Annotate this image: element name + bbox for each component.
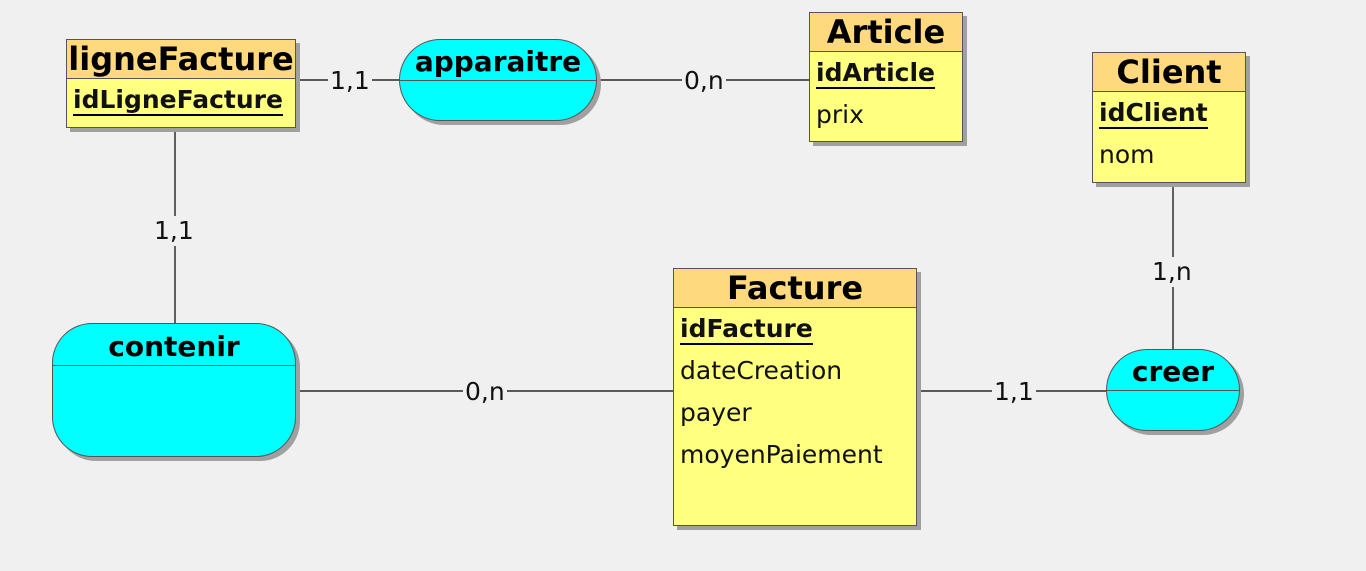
attribute: moyenPaiement [680,440,883,469]
entity-title: Article [810,13,962,52]
primary-key-attribute: idLigneFacture [73,85,283,116]
entity-article[interactable]: Article idArticle prix [809,12,963,142]
entity-lignefacture[interactable]: ligneFacture idLigneFacture [66,39,296,128]
cardinality-label: 0,n [463,377,507,407]
association-name: creer [1107,350,1239,391]
primary-key-attribute: idClient [1099,98,1208,129]
attribute: prix [816,100,864,129]
cardinality-label: 1,1 [992,377,1036,407]
entity-title: Facture [674,269,916,308]
association-contenir[interactable]: contenir [52,323,296,457]
association-name: apparaitre [400,40,596,81]
cardinality-label: 0,n [682,66,726,96]
attribute: payer [680,398,752,427]
primary-key-attribute: idArticle [816,58,936,89]
entity-title: ligneFacture [67,40,295,79]
entity-title: Client [1093,53,1245,92]
cardinality-label: 1,1 [152,216,196,246]
cardinality-label: 1,1 [328,66,372,96]
attribute: nom [1099,140,1155,169]
cardinality-label: 1,n [1150,257,1194,287]
entity-facture[interactable]: Facture idFacture dateCreation payer moy… [673,268,917,526]
attribute: dateCreation [680,356,843,385]
primary-key-attribute: idFacture [680,314,813,345]
association-apparaitre[interactable]: apparaitre [399,39,597,121]
entity-client[interactable]: Client idClient nom [1092,52,1246,183]
association-creer[interactable]: creer [1106,349,1240,431]
association-name: contenir [53,324,295,366]
